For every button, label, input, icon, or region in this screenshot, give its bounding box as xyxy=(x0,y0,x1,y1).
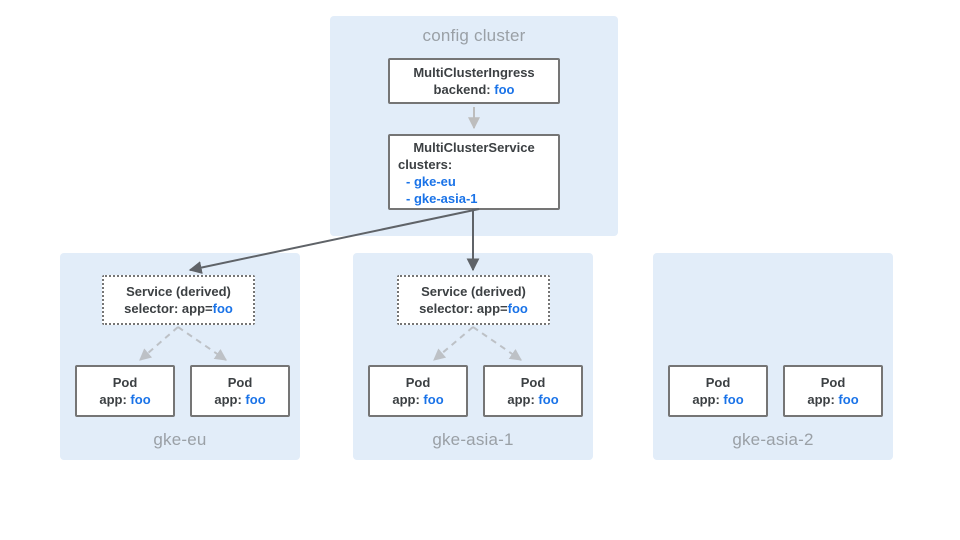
cluster-region-gke-asia-2: gke-asia-2 xyxy=(653,253,893,460)
multiclusterservice-clusters-label: clusters: xyxy=(398,157,453,172)
cluster-label-gke-asia-2: gke-asia-2 xyxy=(732,430,814,449)
backend-prefix: backend: xyxy=(433,82,495,97)
pod-title: Pod xyxy=(520,375,546,390)
derived-service-selector: selector: app=foo xyxy=(124,300,233,317)
pod-app: app: foo xyxy=(807,391,858,408)
config-cluster-label: config cluster xyxy=(422,26,526,45)
cluster-label-gke-asia-1: gke-asia-1 xyxy=(432,430,514,449)
derived-service-box-gke-asia-1: Service (derived) selector: app=foo xyxy=(397,275,550,325)
selector-prefix: selector: app= xyxy=(124,301,213,316)
pod-title: Pod xyxy=(405,375,431,390)
pod-app: app: foo xyxy=(692,391,743,408)
pod-box: Pod app: foo xyxy=(783,365,883,417)
derived-service-box-gke-eu: Service (derived) selector: app=foo xyxy=(102,275,255,325)
selector-value: foo xyxy=(507,301,528,316)
multiclusterservice-cluster-item: - gke-eu xyxy=(406,174,456,189)
pod-title: Pod xyxy=(705,375,731,390)
pod-app-value: foo xyxy=(423,392,444,407)
pod-app-value: foo xyxy=(538,392,559,407)
pod-app-prefix: app: xyxy=(214,392,246,407)
backend-value: foo xyxy=(494,82,515,97)
pod-app: app: foo xyxy=(99,391,150,408)
multiclusterservice-box: MultiClusterService clusters: - gke-eu -… xyxy=(388,134,560,210)
multiclusterservice-cluster-item: - gke-asia-1 xyxy=(406,191,478,206)
pod-box: Pod app: foo xyxy=(368,365,468,417)
pod-box: Pod app: foo xyxy=(75,365,175,417)
selector-prefix: selector: app= xyxy=(419,301,508,316)
derived-service-selector: selector: app=foo xyxy=(419,300,528,317)
pod-title: Pod xyxy=(227,375,253,390)
pod-box: Pod app: foo xyxy=(668,365,768,417)
derived-service-title: Service (derived) xyxy=(126,284,231,299)
pod-app-prefix: app: xyxy=(99,392,131,407)
cluster-region-gke-asia-1: gke-asia-1 xyxy=(353,253,593,460)
pod-app: app: foo xyxy=(214,391,265,408)
derived-service-title: Service (derived) xyxy=(421,284,526,299)
pod-app-prefix: app: xyxy=(807,392,839,407)
pod-box: Pod app: foo xyxy=(190,365,290,417)
pod-app-value: foo xyxy=(130,392,151,407)
multiclusteringress-backend: backend: foo xyxy=(434,81,515,98)
pod-app: app: foo xyxy=(507,391,558,408)
cluster-label-gke-eu: gke-eu xyxy=(153,430,207,449)
pod-app-prefix: app: xyxy=(507,392,539,407)
pod-title: Pod xyxy=(112,375,138,390)
multiclusteringress-box: MultiClusterIngress backend: foo xyxy=(388,58,560,104)
pod-title: Pod xyxy=(820,375,846,390)
multiclusterservice-title: MultiClusterService xyxy=(413,140,535,155)
pod-app-value: foo xyxy=(723,392,744,407)
pod-app-value: foo xyxy=(838,392,859,407)
pod-app-prefix: app: xyxy=(392,392,424,407)
pod-app: app: foo xyxy=(392,391,443,408)
pod-app-value: foo xyxy=(245,392,266,407)
pod-box: Pod app: foo xyxy=(483,365,583,417)
selector-value: foo xyxy=(212,301,233,316)
pod-app-prefix: app: xyxy=(692,392,724,407)
multiclusteringress-title: MultiClusterIngress xyxy=(413,65,535,80)
